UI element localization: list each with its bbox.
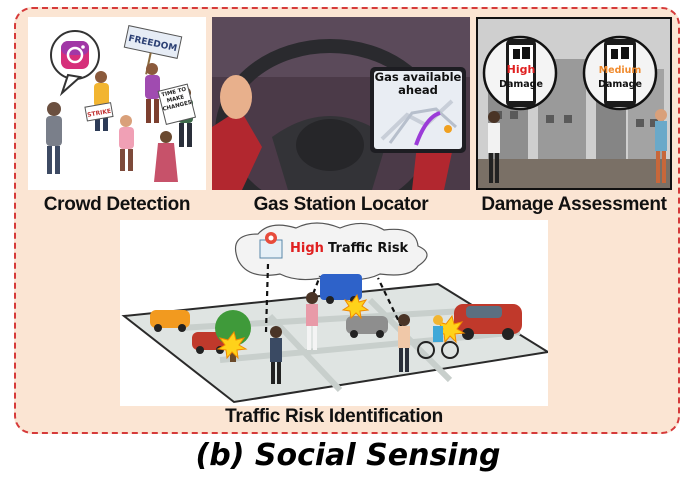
cyclist: [417, 315, 459, 359]
broken-house-icon-2: [611, 47, 629, 59]
navigation-phone: [370, 67, 466, 153]
damage-assessment-caption: Damage Assessment: [481, 194, 667, 215]
medium-label: Medium: [599, 65, 642, 76]
pedestrian-left: [270, 326, 282, 384]
cloud-high-label: High: [290, 241, 324, 256]
map-pin-icon: [259, 232, 283, 259]
pedestrian-middle: [306, 292, 318, 350]
broken-house-icon: [513, 47, 530, 59]
traffic-risk-caption: Traffic Risk Identification: [225, 406, 443, 427]
gas-station-caption: Gas Station Locator: [253, 194, 429, 215]
medium-damage-bubble: Medium Damage: [582, 35, 658, 111]
high-label: High: [507, 63, 536, 76]
damage-illustration: High Damage Medium Damage: [478, 19, 670, 188]
gas-station-panel: Gas available ahead: [212, 17, 470, 190]
gray-car: [346, 316, 388, 338]
red-car-right: [454, 304, 522, 340]
high-damage-bubble: High Damage: [482, 35, 558, 111]
orange-car: [150, 310, 190, 332]
gas-screen-text: Gas available ahead: [374, 71, 462, 97]
traffic-risk-panel: High Traffic Risk: [120, 220, 548, 406]
medium-damage-word: Damage: [598, 79, 642, 90]
high-damage-word: Damage: [499, 79, 543, 90]
risk-cloud: High Traffic Risk: [234, 222, 428, 281]
damage-assessment-panel: High Damage Medium Damage: [476, 17, 672, 190]
crowd-detection-panel: FREEDOM: [28, 17, 206, 190]
crowd-people: [46, 63, 193, 182]
gas-station-illustration: Gas available ahead: [212, 17, 470, 190]
pedestrian-right: [398, 314, 410, 372]
instagram-icon: [50, 30, 100, 97]
traffic-illustration: High Traffic Risk: [121, 222, 548, 404]
cloud-risk-label: Traffic Risk: [328, 241, 409, 256]
crash-icon: [216, 293, 466, 360]
crowd-detection-caption: Crowd Detection: [43, 194, 191, 215]
crowd-illustration: FREEDOM: [46, 25, 197, 182]
figure-label: (b) Social Sensing: [195, 438, 501, 473]
strike-sign-text: STRIKE: [87, 108, 112, 119]
